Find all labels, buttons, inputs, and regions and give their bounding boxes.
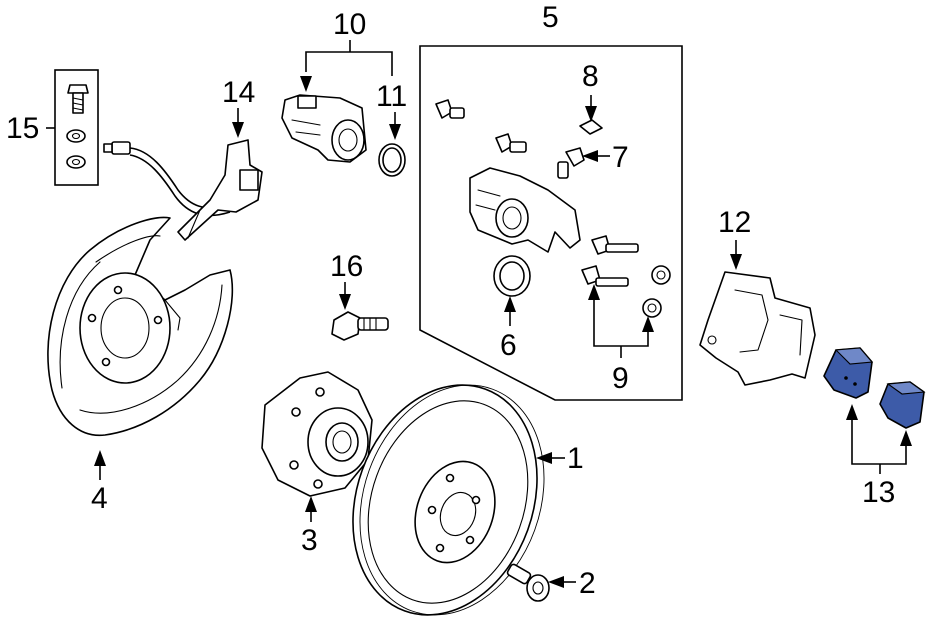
brake-pads-part xyxy=(823,347,926,429)
leader-lines xyxy=(46,40,912,588)
callout-1: 1 xyxy=(567,442,584,475)
callout-6: 6 xyxy=(500,329,517,362)
caliper-group-part xyxy=(419,45,683,401)
callout-7: 7 xyxy=(612,141,629,174)
caliper-bolt-part xyxy=(331,311,389,341)
callout-10: 10 xyxy=(333,8,366,41)
abs-sensor-part xyxy=(103,139,263,241)
hardware-kit-part xyxy=(54,69,99,186)
caliper-support-part xyxy=(699,271,816,386)
splash-shield-part xyxy=(47,216,234,437)
callout-11: 11 xyxy=(376,80,407,113)
callout-8: 8 xyxy=(582,60,599,93)
rotor-screw-part xyxy=(506,563,550,602)
callout-12: 12 xyxy=(718,206,751,239)
callout-9: 9 xyxy=(612,362,629,395)
hub-bearing-part xyxy=(261,371,373,497)
callout-13: 13 xyxy=(862,476,895,509)
callout-4: 4 xyxy=(91,482,108,515)
brake-rotor-part xyxy=(352,384,545,616)
callout-16: 16 xyxy=(330,250,363,283)
callout-14: 14 xyxy=(222,76,255,109)
callout-3: 3 xyxy=(301,524,318,557)
callout-2: 2 xyxy=(579,567,596,600)
callout-5: 5 xyxy=(542,1,559,34)
callout-labels: 1 2 3 4 5 6 7 8 9 10 11 12 13 14 15 16 xyxy=(6,1,895,600)
actuator-part xyxy=(281,94,406,177)
callout-15: 15 xyxy=(6,112,39,145)
